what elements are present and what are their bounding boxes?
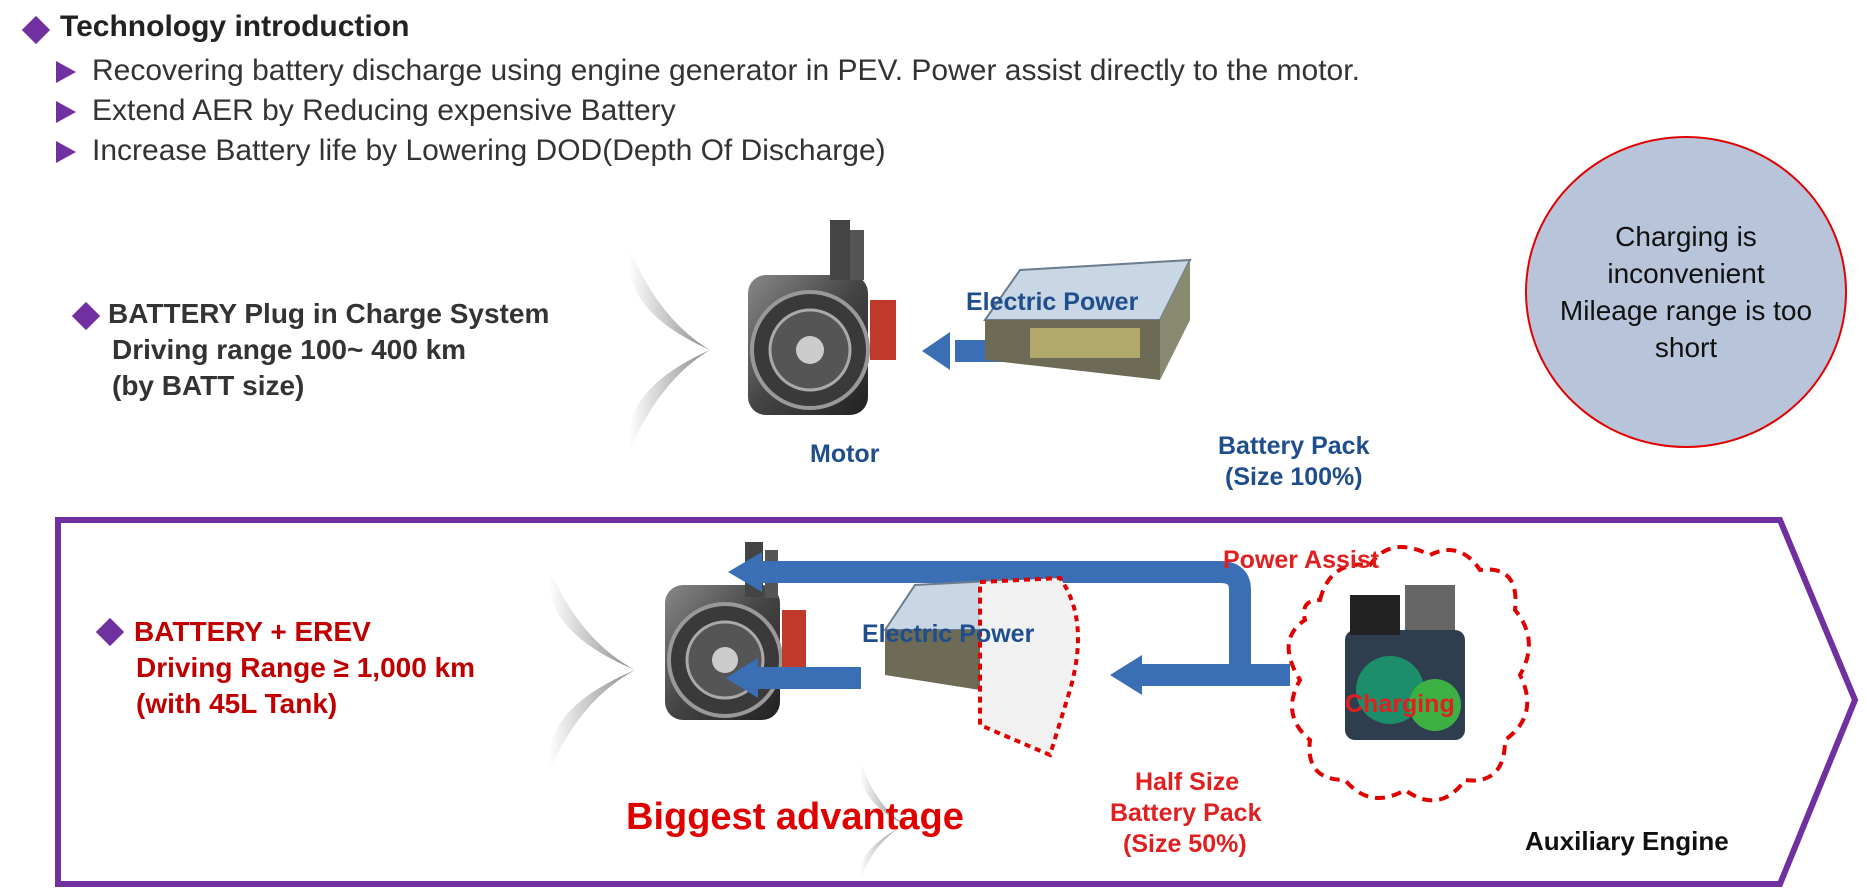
pev-range-label: Driving range 100~ 400 km xyxy=(112,334,467,365)
erev-diagram xyxy=(549,542,1531,880)
erev-tank-label: (with 45L Tank) xyxy=(136,688,338,719)
small-chevron-arrow-icon xyxy=(859,760,905,880)
drawback-text: Charging is inconvenient Mileage range i… xyxy=(1559,221,1813,363)
battery-size-label: (Size 100%) xyxy=(1225,463,1363,491)
bullet-2: Extend AER by Reducing expensive Battery xyxy=(92,94,676,127)
chevron-arrow-icon xyxy=(629,250,710,450)
half-size-label: Half Size xyxy=(1135,768,1240,796)
page-title: Technology introduction xyxy=(60,10,410,43)
power-assist-label: Power Assist xyxy=(1223,546,1380,574)
battery-pack-icon xyxy=(983,258,1192,380)
chevron-arrow-icon xyxy=(549,570,635,770)
bullet-3: Increase Battery life by Lowering DOD(De… xyxy=(92,134,886,167)
half-battery-size-label: (Size 50%) xyxy=(1123,830,1247,858)
pev-batt-size-label: (by BATT size) xyxy=(112,370,305,401)
auxiliary-engine-label: Auxiliary Engine xyxy=(1525,826,1729,856)
electric-power-arrow-icon xyxy=(726,658,861,698)
bullet-triangle-icon xyxy=(56,141,76,168)
erev-range-label: Driving Range ≥ 1,000 km xyxy=(136,652,476,683)
bullet-triangle-icon xyxy=(56,101,76,128)
charging-label: Charging xyxy=(1345,690,1455,718)
motor-icon xyxy=(665,542,806,720)
drawback-callout: Charging is inconvenient Mileage range i… xyxy=(1525,136,1847,448)
half-battery-pack-label: Battery Pack xyxy=(1110,799,1262,827)
bullet-1: Recovering battery discharge using engin… xyxy=(92,54,1360,87)
pev-diagram xyxy=(629,220,1192,450)
motor-label: Motor xyxy=(810,440,880,468)
half-battery-pack-icon xyxy=(883,575,1080,758)
bullet-triangle-icon xyxy=(56,61,76,88)
erev-electric-power-label: Electric Power xyxy=(862,620,1035,648)
motor-icon xyxy=(748,220,896,415)
erev-system-label: BATTERY + EREV xyxy=(134,616,371,647)
pev-electric-power-label: Electric Power xyxy=(966,288,1139,316)
battery-pack-label: Battery Pack xyxy=(1218,432,1370,460)
pev-system-label: BATTERY Plug in Charge System xyxy=(108,298,550,329)
erev-diamond-icon xyxy=(95,617,125,647)
charging-arrow-icon xyxy=(1110,655,1240,695)
auxiliary-engine-icon xyxy=(1286,545,1531,803)
biggest-advantage-label: Biggest advantage xyxy=(626,796,964,838)
